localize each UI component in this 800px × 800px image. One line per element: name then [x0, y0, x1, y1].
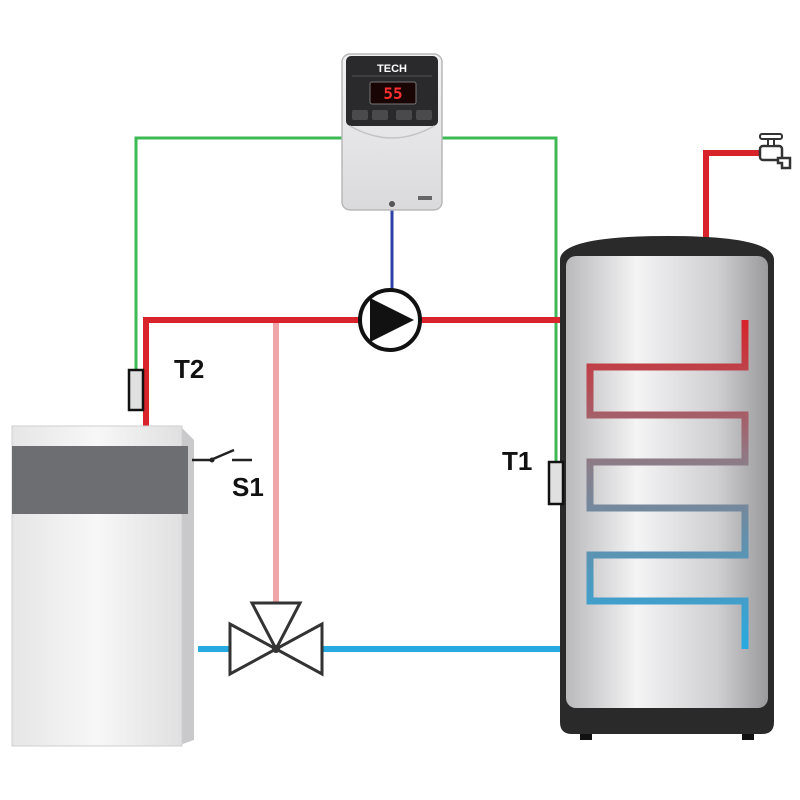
supply-pipe	[143, 317, 745, 428]
tank-coil	[586, 320, 749, 649]
controller-icon: TECH 55	[341, 53, 443, 211]
controller-display	[369, 81, 417, 105]
sensor-wires	[134, 136, 558, 462]
tank-icon	[560, 236, 774, 740]
t2-sensor	[127, 368, 145, 412]
switch-icon	[192, 448, 252, 463]
t1-sensor-wire	[442, 136, 558, 462]
t2-sensor-wire	[134, 136, 342, 370]
boiler-icon	[11, 425, 194, 747]
faucet-icon	[758, 133, 792, 170]
valve-icon	[228, 601, 324, 677]
hot-water-outlet-pipe	[703, 150, 760, 240]
s1-label: S1	[232, 472, 264, 502]
t1-sensor	[547, 460, 565, 506]
t1-label: T1	[502, 446, 532, 476]
controller-display-value: 55	[383, 84, 402, 103]
pump-icon	[358, 288, 422, 352]
controller-buttons	[352, 110, 432, 120]
controller-brand: TECH	[377, 63, 407, 75]
t2-label: T2	[174, 354, 204, 384]
